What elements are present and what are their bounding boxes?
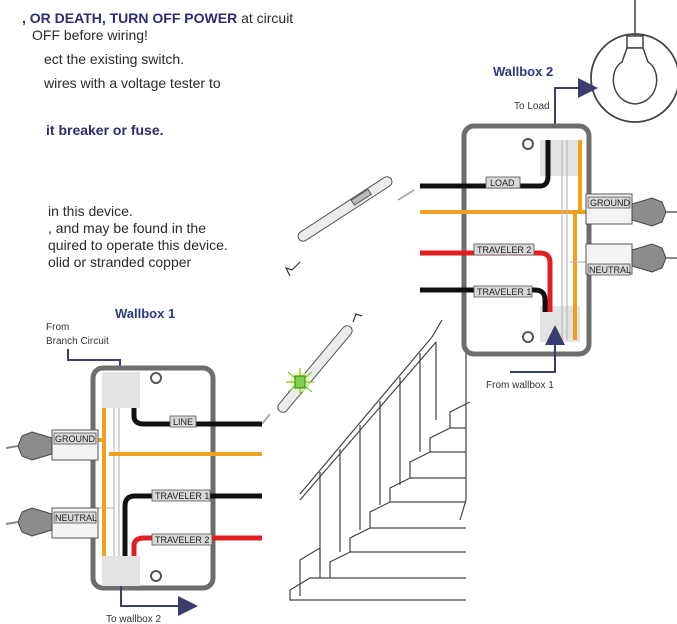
wallbox-1-tag-ground: GROUND (55, 434, 95, 444)
wallbox-2-tag-traveler-1: TRAVELER 1 (477, 287, 531, 297)
wallbox-2-tag-neutral: NEUTRAL (589, 265, 631, 275)
wallbox-1-tag-traveler-1: TRAVELER 1 (155, 491, 209, 501)
voltage-tester-lit (261, 313, 363, 425)
wallbox-1-to-label: To wallbox 2 (106, 614, 161, 624)
instruction-line-2: OFF before wiring! (32, 27, 148, 43)
wallbox-2-tag-load: LOAD (490, 178, 515, 188)
wallbox-2: Wallbox 2 To Load LOAD TRAVELER 2 TRAVEL… (420, 64, 677, 391)
light-bulb-icon (590, 0, 677, 123)
wallbox-1: Wallbox 1 From Branch Circuit LINE TRAVE… (5, 306, 262, 624)
staircase-illustration (289, 319, 471, 601)
wallbox-2-title: Wallbox 2 (493, 64, 553, 79)
warning-bold-text: , OR DEATH, TURN OFF POWER (22, 10, 238, 26)
instruction-line-6: in this device. (48, 203, 133, 219)
voltage-tester-top (284, 176, 415, 277)
instruction-line-9: olid or stranded copper (48, 254, 192, 270)
wallbox-1-from-label-line1: From (46, 322, 69, 333)
wallbox-1-from-label-line2: Branch Circuit (46, 336, 109, 347)
wallbox-1-tag-neutral: NEUTRAL (55, 513, 97, 523)
wallbox-1-title: Wallbox 1 (115, 306, 175, 321)
wallbox-2-to-load-label: To Load (514, 101, 550, 112)
warning-line-1: , OR DEATH, TURN OFF POWER at circuit (22, 10, 293, 27)
warning-rest-text: at circuit (237, 10, 294, 26)
instruction-line-7: , and may be found in the (48, 220, 206, 236)
instruction-line-4: wires with a voltage tester to (44, 75, 221, 91)
instruction-line-5: it breaker or fuse. (46, 122, 164, 138)
instruction-line-8: quired to operate this device. (48, 237, 228, 253)
instruction-line-3: ect the existing switch. (44, 51, 185, 67)
wallbox-2-tag-ground: GROUND (590, 198, 630, 208)
wallbox-2-tag-traveler-2: TRAVELER 2 (477, 245, 531, 255)
wallbox-1-tag-traveler-2: TRAVELER 2 (155, 535, 209, 545)
wallbox-1-tag-line: LINE (173, 417, 193, 427)
wallbox-2-from-label: From wallbox 1 (486, 380, 554, 391)
